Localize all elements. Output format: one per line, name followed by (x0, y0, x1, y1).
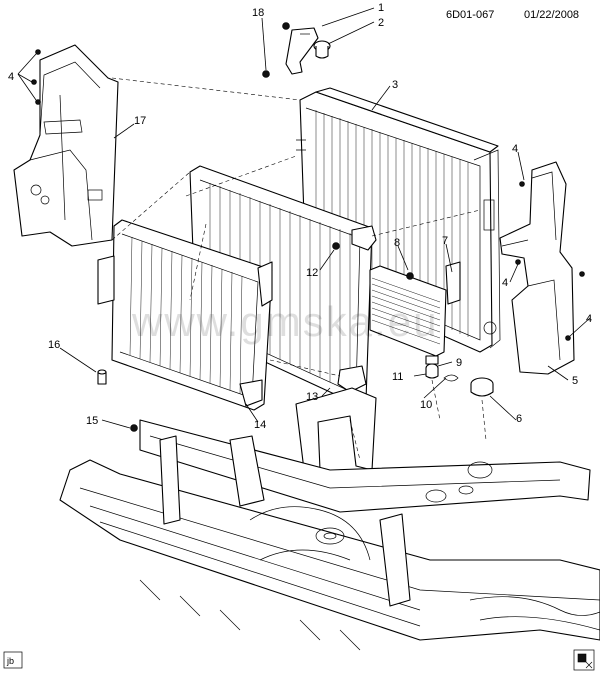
callout-2: 2 (378, 17, 384, 29)
pin-4e (515, 259, 521, 265)
diagram-code: 6D01-067 (446, 9, 494, 21)
callout-7: 7 (442, 235, 448, 247)
callout-17: 17 (134, 115, 146, 127)
callout-6: 6 (516, 413, 522, 425)
front-cooler-core (97, 219, 273, 411)
pin-4c (35, 99, 41, 105)
callout-12: 12 (306, 267, 318, 279)
callout-9: 9 (456, 357, 462, 369)
pin-4g (565, 335, 571, 341)
bolt-12 (332, 242, 340, 250)
left-air-baffle (13, 44, 119, 247)
callout-15: 15 (86, 415, 98, 427)
callout-4-left: 4 (8, 71, 14, 83)
callout-5: 5 (572, 375, 578, 387)
leader-lines (17, 7, 591, 429)
callout-4-right-mid: 4 (502, 277, 508, 289)
callout-16: 16 (48, 339, 60, 351)
svg-text:jb: jb (6, 656, 14, 666)
oil-cooler (369, 261, 461, 357)
pin-4a (35, 49, 41, 55)
callout-3: 3 (392, 79, 398, 91)
pin-4b (31, 79, 37, 85)
callout-8: 8 (394, 237, 400, 249)
right-air-baffle (499, 161, 575, 375)
callout-14: 14 (254, 419, 266, 431)
callout-10: 10 (420, 399, 432, 411)
alignment-lines (111, 77, 487, 461)
bolt-15 (130, 424, 138, 432)
callout-13: 13 (306, 391, 318, 403)
callouts: 1 2 3 4 4 4 4 5 6 7 8 9 10 11 12 13 14 1… (8, 2, 592, 431)
diagram-symbol-icon (573, 649, 595, 671)
callout-4-right-top: 4 (512, 143, 518, 155)
callout-18: 18 (252, 7, 264, 19)
callout-4-right-low: 4 (586, 313, 592, 325)
pin-4f (579, 271, 585, 277)
lower-mount-pin (97, 369, 107, 385)
lower-mount-hardware (425, 355, 494, 397)
fasteners (31, 49, 585, 432)
diagram-date: 01/22/2008 (524, 9, 579, 21)
corner-tag: jb (3, 651, 23, 669)
pin-4d (519, 181, 525, 187)
bolt-8 (406, 272, 414, 280)
callout-11: 11 (392, 371, 403, 383)
upper-radiator-bracket (262, 22, 331, 78)
watermark: www.gmska.eu (131, 298, 438, 345)
front-frame-structure (59, 419, 600, 651)
callout-1: 1 (378, 2, 384, 14)
